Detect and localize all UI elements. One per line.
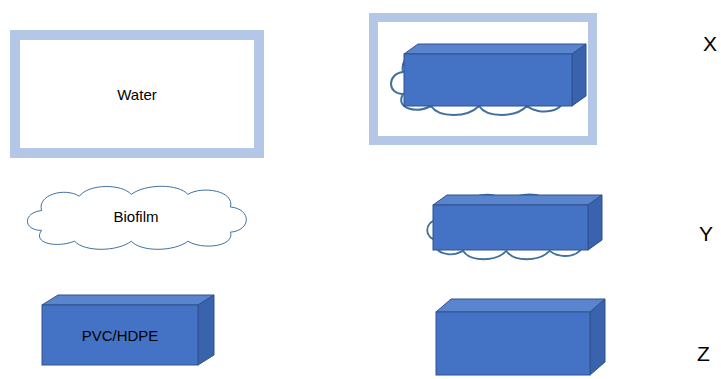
combo-x — [369, 13, 597, 145]
biofilm-cloud: Biofilm — [18, 180, 254, 252]
row-letter: Y — [699, 222, 713, 246]
water-frame — [369, 13, 597, 145]
node-label: Water — [20, 40, 254, 148]
pipe-block: PVC/HDPE — [42, 295, 214, 365]
water-inner — [378, 22, 588, 136]
block-side — [198, 295, 214, 365]
water-box: Water — [10, 30, 264, 158]
biofilm-cloud — [391, 45, 577, 115]
block-front — [42, 305, 198, 365]
node-label: Biofilm — [18, 180, 254, 252]
pipe-block — [404, 44, 586, 106]
row-letter: Z — [697, 342, 710, 366]
combo-y — [427, 194, 602, 259]
row-letter: X — [703, 32, 717, 56]
pipe-block — [433, 195, 602, 250]
pipe-block — [436, 299, 605, 375]
node-label: PVC/HDPE — [42, 305, 198, 365]
block-top — [42, 295, 214, 305]
